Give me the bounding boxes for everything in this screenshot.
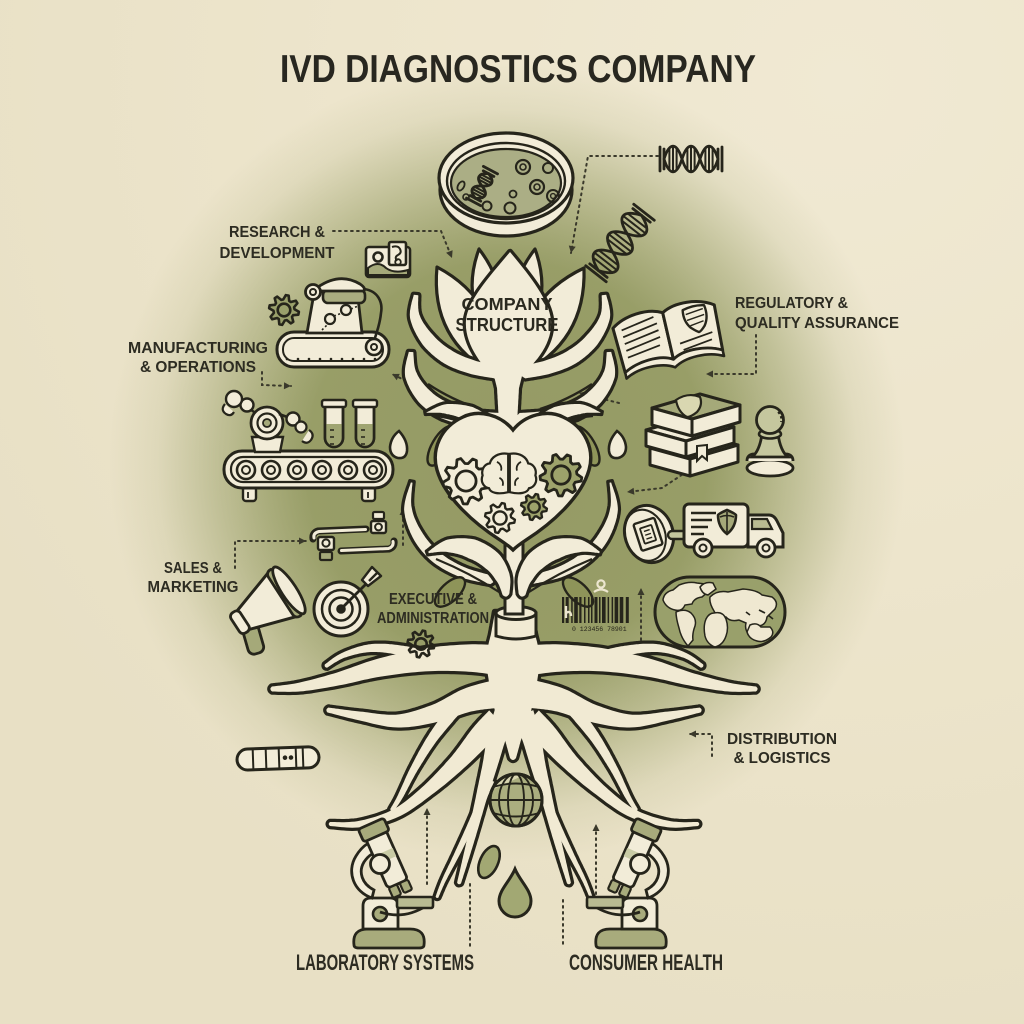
svg-text:COMPANY: COMPANY <box>462 294 553 314</box>
svg-text:0 123456 78901: 0 123456 78901 <box>572 626 627 633</box>
svg-text:QUALITY ASSURANCE: QUALITY ASSURANCE <box>735 315 899 332</box>
svg-text:STRUCTURE: STRUCTURE <box>456 315 559 335</box>
svg-text:RESEARCH &: RESEARCH & <box>229 224 325 241</box>
svg-text:IVD DIAGNOSTICS COMPANY: IVD DIAGNOSTICS COMPANY <box>280 48 756 91</box>
svg-text:REGULATORY &: REGULATORY & <box>735 295 848 312</box>
svg-text:DISTRIBUTION: DISTRIBUTION <box>727 731 837 748</box>
svg-text:MARKETING: MARKETING <box>148 579 239 596</box>
svg-text:& OPERATIONS: & OPERATIONS <box>140 359 256 376</box>
svg-text:MANUFACTURING: MANUFACTURING <box>128 340 268 357</box>
svg-text:& LOGISTICS: & LOGISTICS <box>734 750 831 767</box>
svg-text:SALES &: SALES & <box>164 560 222 577</box>
svg-text:LABORATORY SYSTEMS: LABORATORY SYSTEMS <box>296 950 474 975</box>
svg-text:ADMINISTRATION: ADMINISTRATION <box>377 610 489 627</box>
svg-text:EXECUTIVE &: EXECUTIVE & <box>389 591 477 608</box>
svg-text:DEVELOPMENT: DEVELOPMENT <box>220 245 336 262</box>
svg-text:CONSUMER HEALTH: CONSUMER HEALTH <box>569 950 723 975</box>
